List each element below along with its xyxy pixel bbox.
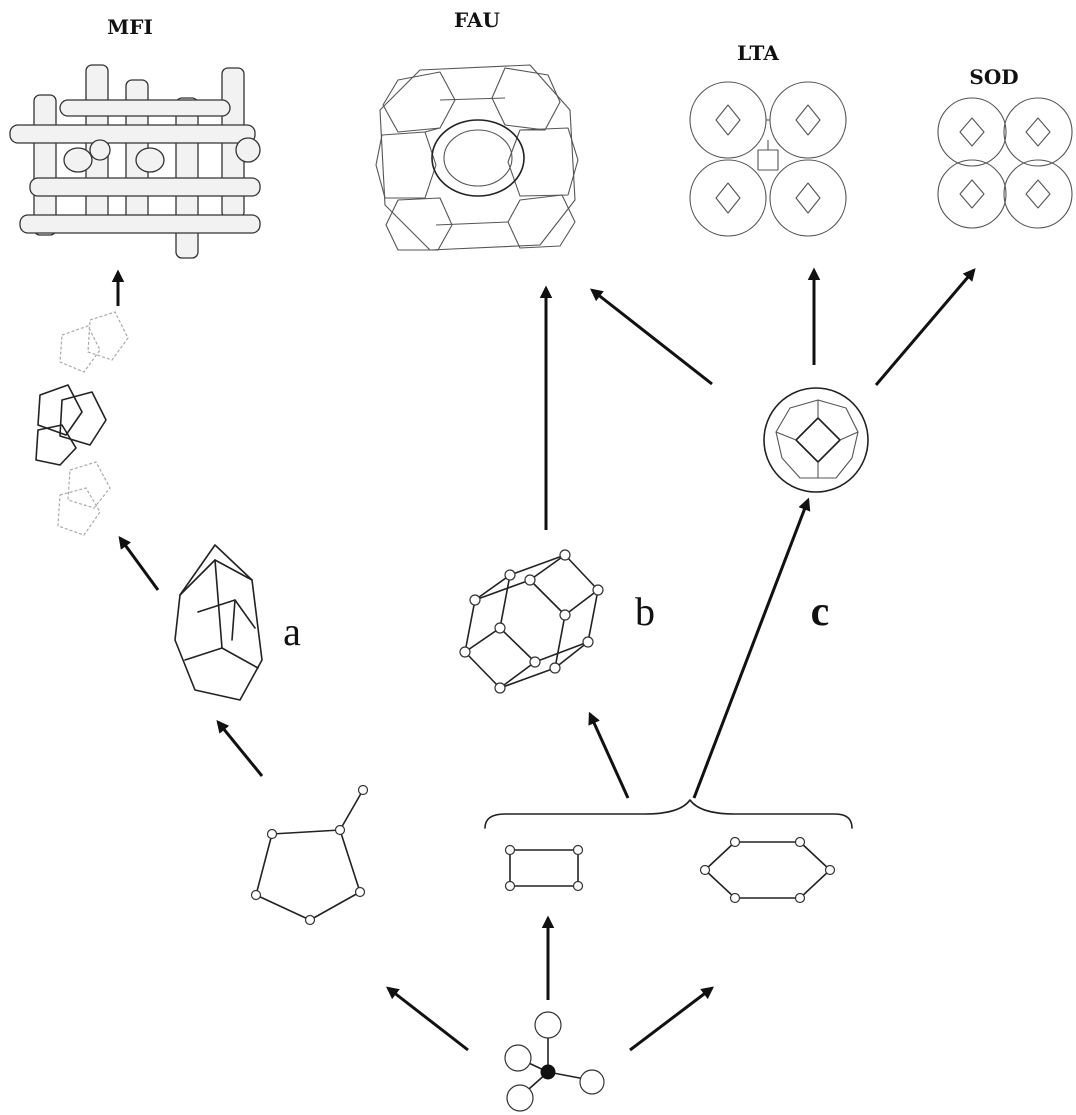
label-fau: FAU <box>454 8 500 32</box>
label-mfi: MFI <box>107 15 153 39</box>
mfi-framework-drawing <box>10 65 260 258</box>
six-ring-drawing <box>701 838 835 903</box>
unit-a-drawing <box>175 545 262 700</box>
label-b: b <box>635 589 655 634</box>
tetrahedron-drawing <box>505 1012 604 1111</box>
pentasil-chain-drawing <box>36 312 128 535</box>
label-a: a <box>283 609 301 654</box>
grouping-brace <box>485 800 852 828</box>
label-lta: LTA <box>737 41 779 65</box>
label-sod: SOD <box>969 65 1018 89</box>
unit-b-drawing <box>460 550 603 693</box>
lta-framework-drawing <box>690 82 846 236</box>
fau-framework-drawing <box>376 65 578 250</box>
four-ring-drawing <box>506 846 583 891</box>
arrows <box>118 270 974 1050</box>
unit-c-drawing <box>764 388 868 492</box>
five-ring-drawing <box>252 786 368 925</box>
sod-framework-drawing <box>938 98 1072 228</box>
label-c: c <box>811 589 830 635</box>
